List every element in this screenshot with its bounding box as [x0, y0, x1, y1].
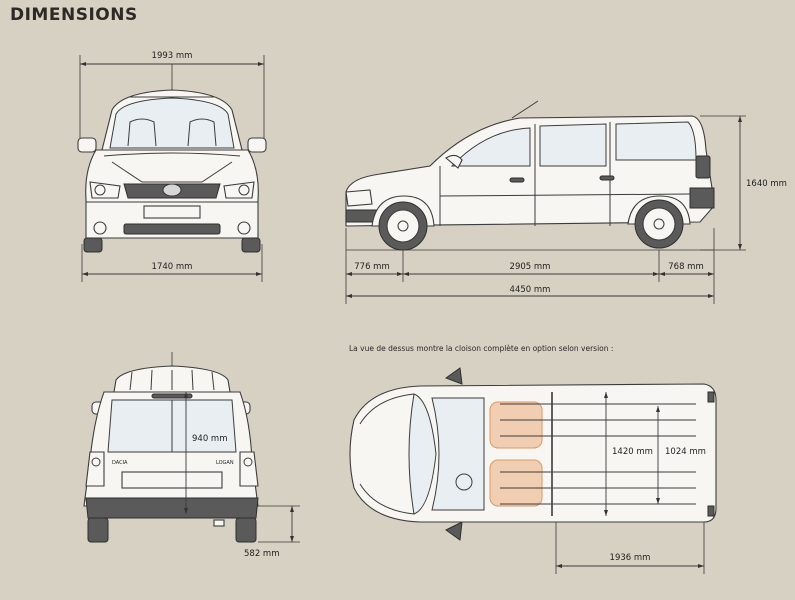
- dim-overall-length: 4450 mm: [510, 285, 551, 295]
- side-view: 1640 mm 776 mm 2905 mm 768 mm 4450 mm: [345, 100, 787, 304]
- dim-rear-sill-height: 582 mm: [244, 549, 280, 559]
- dim-rear-overhang: 768 mm: [668, 262, 704, 272]
- dim-side-height: 1640 mm: [746, 179, 787, 189]
- top-view-note: La vue de dessus montre la cloison compl…: [349, 344, 614, 353]
- rear-view: DACIA LOGAN 940 mm 582 mm: [83, 352, 300, 559]
- page-title: DIMENSIONS: [10, 5, 138, 25]
- dim-wheelarch-width: 1024 mm: [665, 447, 706, 457]
- top-view: 1420 mm 1024 mm 1936 mm: [349, 367, 717, 574]
- front-view: 1993 mm: [77, 51, 267, 282]
- dim-cargo-width: 1420 mm: [612, 447, 653, 457]
- dim-cargo-length: 1936 mm: [610, 553, 651, 563]
- dim-rear-opening-height: 940 mm: [192, 434, 228, 444]
- dim-front-overhang: 776 mm: [354, 262, 390, 272]
- rear-badge-right: LOGAN: [216, 460, 234, 466]
- dim-front-track: 1740 mm: [152, 262, 193, 272]
- rear-badge-left: DACIA: [112, 460, 128, 466]
- dim-front-width-mirrors: 1993 mm: [152, 51, 193, 61]
- dim-wheelbase: 2905 mm: [510, 262, 551, 272]
